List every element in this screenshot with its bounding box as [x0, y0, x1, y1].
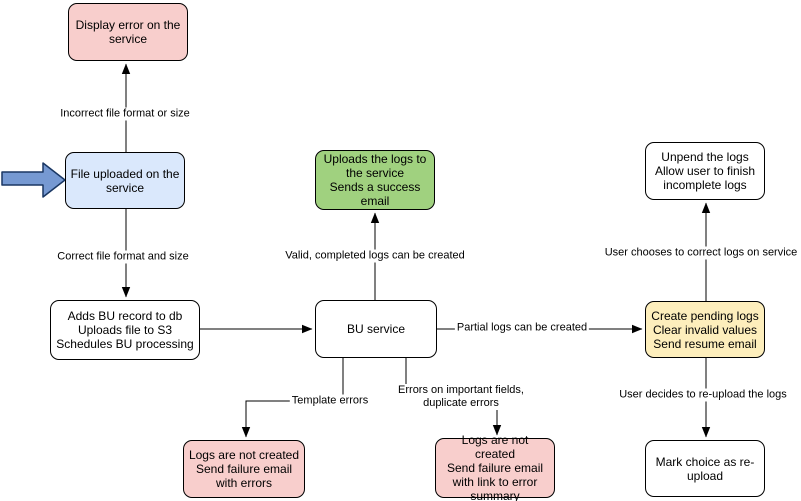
- edge-label-reupload-decision: User decides to re-upload the logs: [617, 388, 789, 402]
- node-display-error: Display error on the service: [68, 3, 188, 61]
- edge-label-correct-file: Correct file format and size: [55, 250, 191, 264]
- edge-label-line: Correct file format and size: [57, 250, 189, 263]
- node-label: Unpend the logs: [661, 150, 749, 164]
- node-label: Uploads file to S3: [77, 323, 173, 337]
- node-label: Send resume email: [653, 336, 757, 351]
- edge-label-important-field-errors: Errors on important fields,duplicate err…: [396, 384, 526, 410]
- edge-label-line: Errors on important fields,: [398, 384, 524, 396]
- edge-label-line: Incorrect file format or size: [60, 107, 190, 120]
- edge-label-line: duplicate errors: [423, 397, 499, 409]
- node-label: Create pending logs: [651, 308, 759, 323]
- node-bu-service: BU service: [315, 300, 437, 358]
- node-label: Mark choice as re-upload: [655, 454, 755, 483]
- entry-block-arrow-icon: [1, 162, 66, 198]
- node-label: Allow user to finish incomplete logs: [654, 164, 756, 192]
- edge-label-partial-logs: Partial logs can be created: [454, 321, 590, 335]
- edge-label-line: Partial logs can be created: [456, 321, 588, 334]
- node-label: Adds BU record to db: [67, 309, 183, 323]
- node-file-uploaded: File uploaded on the service: [65, 152, 185, 209]
- node-label: Send failure email with link to error su…: [446, 461, 544, 501]
- node-label: Logs are not created: [461, 433, 529, 461]
- node-label: BU service: [346, 322, 405, 336]
- node-label: Logs are not created: [188, 448, 300, 462]
- node-label: Sends a success email: [329, 180, 421, 208]
- edge-label-line: Valid, completed logs can be created: [285, 249, 465, 262]
- node-label: Send failure email with errors: [195, 462, 293, 490]
- node-label: File uploaded on the service: [70, 166, 180, 195]
- edge-label-valid-completed-logs: Valid, completed logs can be created: [283, 249, 467, 263]
- edge-label-line: User chooses to correct logs on service: [604, 246, 798, 259]
- node-mark-reupload: Mark choice as re-upload: [645, 440, 765, 497]
- node-label: Schedules BU processing: [56, 337, 194, 351]
- node-label: Clear invalid values: [652, 322, 758, 337]
- edge-label-incorrect-file: Incorrect file format or size: [58, 107, 192, 121]
- edge-label-line: Template errors: [291, 394, 369, 407]
- node-label: Display error on the service: [75, 18, 181, 46]
- edge-label-line: User decides to re-upload the logs: [619, 388, 787, 401]
- node-label: Uploads the logs to the service: [323, 152, 427, 180]
- edge-label-template-errors: Template errors: [289, 394, 371, 408]
- edge-label-correct-on-service: User chooses to correct logs on service: [602, 246, 800, 260]
